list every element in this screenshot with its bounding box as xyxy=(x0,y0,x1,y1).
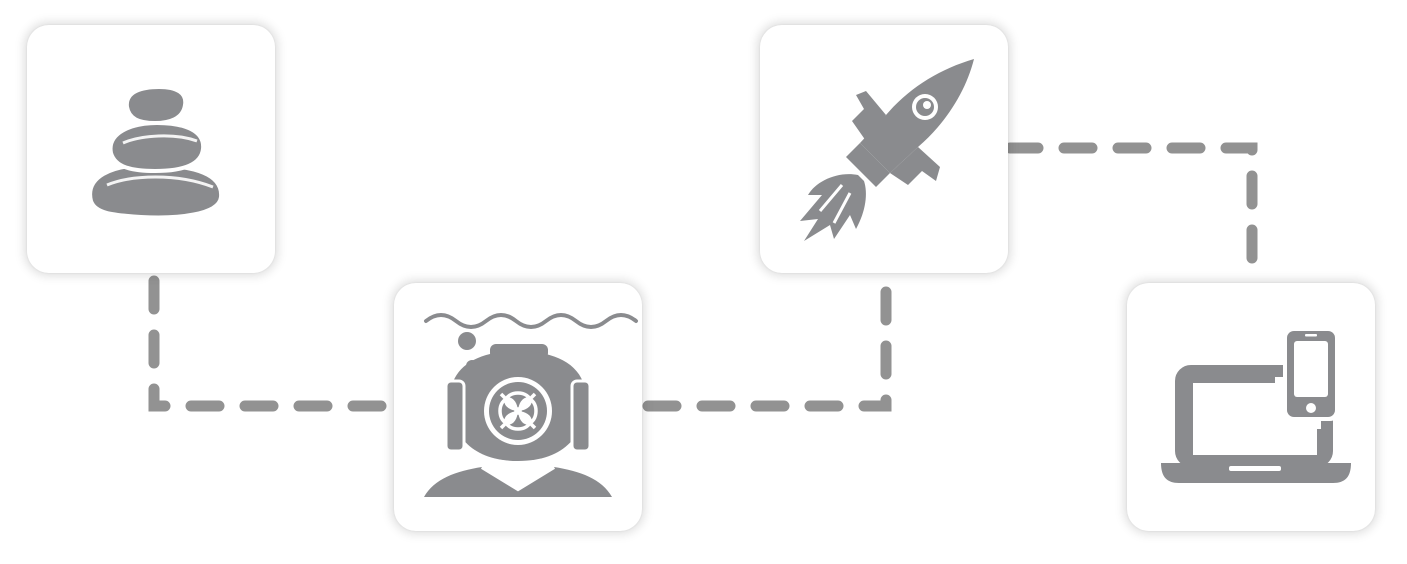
laptop-and-phone-icon xyxy=(1161,327,1351,483)
step-tile-rocket xyxy=(760,25,1008,273)
zen-stones-icon xyxy=(88,84,224,220)
connector-stones-to-diver xyxy=(148,275,390,412)
step-tile-diver xyxy=(394,283,642,531)
step-tile-devices xyxy=(1127,283,1375,531)
connector-rocket-to-devices xyxy=(1004,142,1258,286)
deep-sea-diver-helmet-icon xyxy=(424,313,638,497)
rocket-launch-icon xyxy=(800,59,974,241)
connector-diver-to-rocket xyxy=(642,275,892,412)
step-tile-stones xyxy=(27,25,275,273)
